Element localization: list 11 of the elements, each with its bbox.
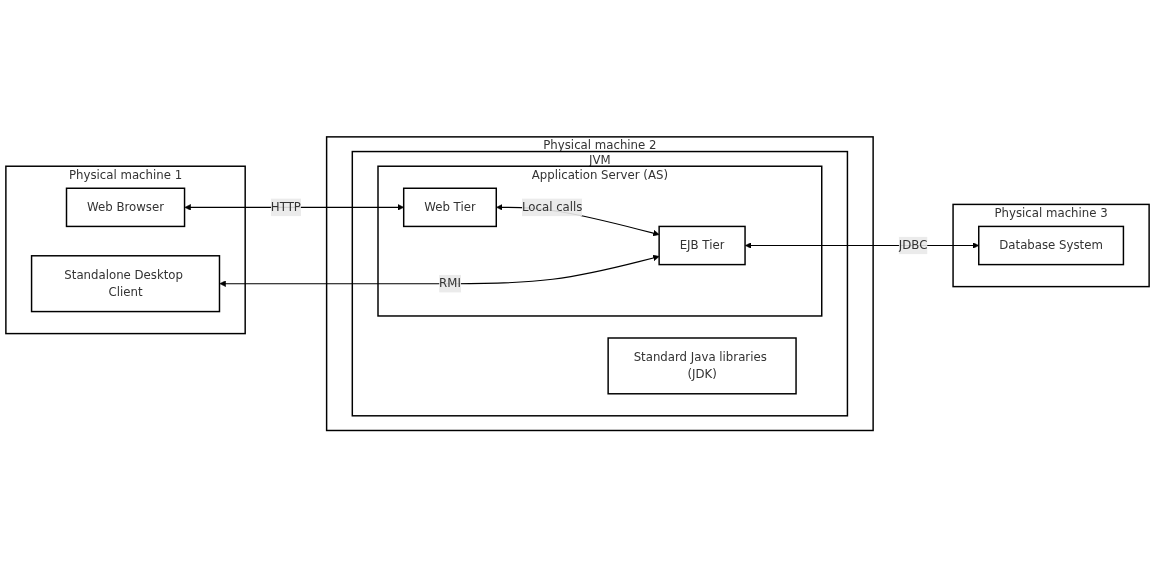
edge-label: RMI (439, 276, 461, 291)
arrow (219, 254, 660, 287)
edge-label: Local calls (521, 199, 583, 214)
edge-label: HTTP (270, 199, 301, 214)
edge-label: JDBC (898, 237, 928, 252)
node-box: Web Tier (402, 187, 497, 227)
node-box: Standard Java libraries (JDK) (607, 337, 797, 395)
node-box: Standalone Desktop Client (30, 254, 221, 313)
node-box: Database System (978, 225, 1125, 266)
node-box: EJB Tier (658, 225, 746, 266)
node-box: Web Browser (65, 187, 186, 227)
